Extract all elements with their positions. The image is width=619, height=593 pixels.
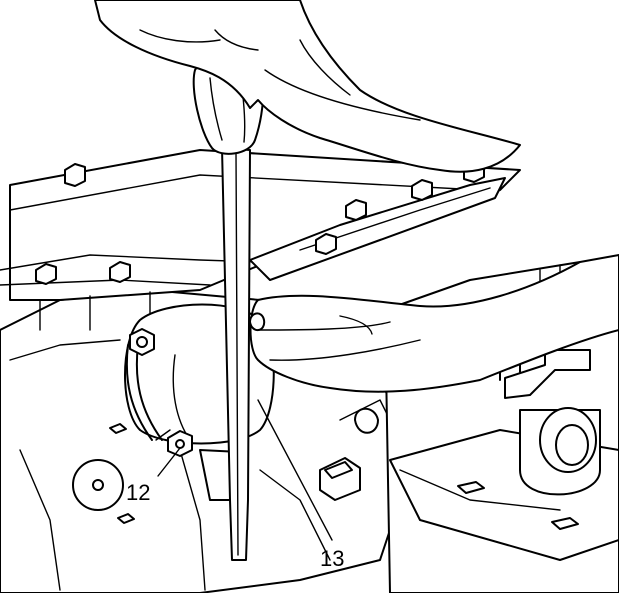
leader-13 — [257, 399, 333, 541]
callout-13: 13 — [320, 546, 344, 571]
callout-12: 12 — [126, 480, 150, 505]
cylinder-head-rail — [0, 149, 521, 331]
leader-12 — [157, 447, 181, 477]
hand-lower — [249, 254, 619, 393]
leader-lines — [157, 399, 333, 541]
hand-upper — [94, 0, 521, 173]
